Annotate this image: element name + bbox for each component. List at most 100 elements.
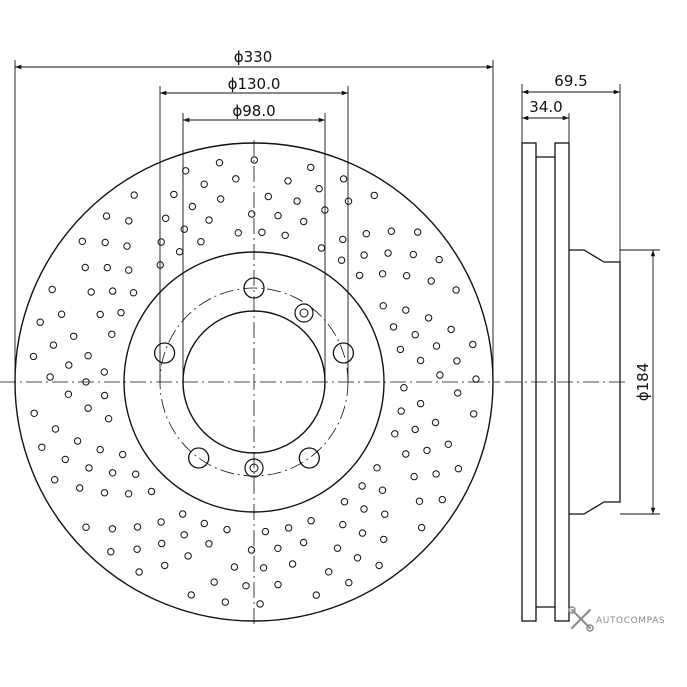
drill-hole: [161, 561, 169, 570]
pin-hole-inner: [299, 308, 309, 318]
drill-hole: [293, 197, 301, 205]
drill-hole: [85, 464, 93, 472]
drill-hole: [432, 470, 440, 478]
drill-hole: [38, 443, 46, 451]
drill-hole: [274, 544, 282, 552]
drill-hole: [284, 177, 292, 185]
drill-hole: [416, 356, 425, 365]
front-dimensions: [14, 60, 494, 382]
drill-hole: [61, 455, 70, 464]
drill-hole: [402, 272, 411, 280]
drill-hole: [109, 287, 117, 295]
drill-hole: [205, 216, 213, 224]
drill-hole: [415, 497, 424, 505]
drill-hole: [200, 519, 209, 528]
drill-hole: [281, 231, 289, 240]
drill-hole: [344, 197, 353, 205]
drill-hole: [378, 270, 387, 278]
drill-hole: [46, 373, 54, 381]
drill-hole: [307, 517, 315, 525]
drill-hole: [184, 552, 192, 560]
front-view: [0, 140, 500, 625]
drill-hole: [87, 288, 95, 296]
drill-hole: [170, 190, 178, 199]
drill-hole: [423, 446, 431, 455]
drill-hole: [232, 175, 240, 183]
drill-hole: [65, 361, 73, 369]
drill-hole: [402, 450, 410, 458]
outer-diameter-label: ϕ330: [234, 48, 273, 66]
drill-hole: [248, 210, 256, 218]
drill-hole: [48, 285, 56, 294]
watermark: AUTOCOMPAS: [568, 606, 665, 632]
drill-hole: [360, 251, 368, 259]
drill-hole: [264, 192, 272, 201]
drill-hole: [108, 525, 117, 533]
mounting-hole: [188, 447, 210, 469]
drill-hole: [130, 191, 138, 199]
mounting-hole: [298, 447, 320, 469]
drill-hole: [353, 554, 362, 562]
drill-hole: [389, 323, 398, 331]
drill-hole: [124, 490, 133, 498]
drill-hole: [259, 564, 268, 572]
drill-hole: [396, 345, 405, 354]
drill-hole: [325, 568, 333, 576]
drill-hole: [81, 263, 89, 272]
drill-hole: [84, 352, 92, 360]
hat-diameter-label: ϕ184: [634, 363, 652, 402]
drill-hole: [234, 229, 243, 237]
drill-hole: [82, 378, 90, 386]
drill-hole: [435, 255, 443, 264]
drill-hole: [100, 489, 109, 497]
drill-hole: [117, 308, 125, 317]
drill-hole: [411, 425, 419, 434]
drill-hole: [453, 357, 461, 365]
drill-hole: [431, 418, 440, 427]
drill-hole: [101, 238, 109, 247]
drill-hole: [380, 535, 388, 544]
hat-outer-edge: [123, 251, 385, 513]
drill-hole: [51, 476, 59, 484]
drill-hole: [358, 482, 366, 490]
drill-hole: [96, 445, 104, 454]
drill-hole: [472, 375, 480, 383]
pin-hole: [244, 458, 264, 478]
drill-hole: [107, 548, 115, 556]
drill-hole: [96, 310, 104, 319]
mounting-hole: [332, 342, 355, 364]
drill-hole: [337, 256, 346, 264]
drill-hole: [102, 212, 111, 220]
drill-hole: [427, 277, 435, 285]
drill-hole: [108, 469, 117, 477]
drill-hole: [100, 391, 109, 400]
drill-hole: [370, 191, 378, 200]
drill-hole: [454, 465, 463, 473]
drill-hole: [30, 409, 38, 417]
friction-ring-right: [554, 142, 570, 622]
drill-hole: [375, 561, 383, 570]
drill-hole: [409, 250, 417, 259]
drill-hole: [200, 180, 208, 188]
drill-hole: [358, 529, 367, 537]
drill-hole: [125, 217, 133, 225]
drill-hole: [312, 591, 320, 599]
drill-hole: [402, 306, 410, 314]
drill-hole: [438, 495, 446, 504]
drill-hole: [123, 242, 131, 250]
drill-hole: [381, 510, 389, 518]
drill-hole: [300, 217, 308, 226]
drill-hole: [217, 195, 225, 203]
drill-hole: [132, 470, 140, 478]
drill-hole: [223, 525, 231, 534]
drill-hole: [258, 228, 266, 236]
side-dimensions: [521, 84, 660, 515]
drill-hole: [205, 540, 213, 548]
drill-hole: [230, 563, 239, 571]
drill-hole: [133, 545, 141, 553]
drill-hole: [424, 314, 433, 322]
drill-hole: [447, 325, 455, 334]
drill-hole: [355, 271, 364, 280]
drill-hole: [410, 472, 418, 481]
drill-hole: [129, 289, 138, 297]
